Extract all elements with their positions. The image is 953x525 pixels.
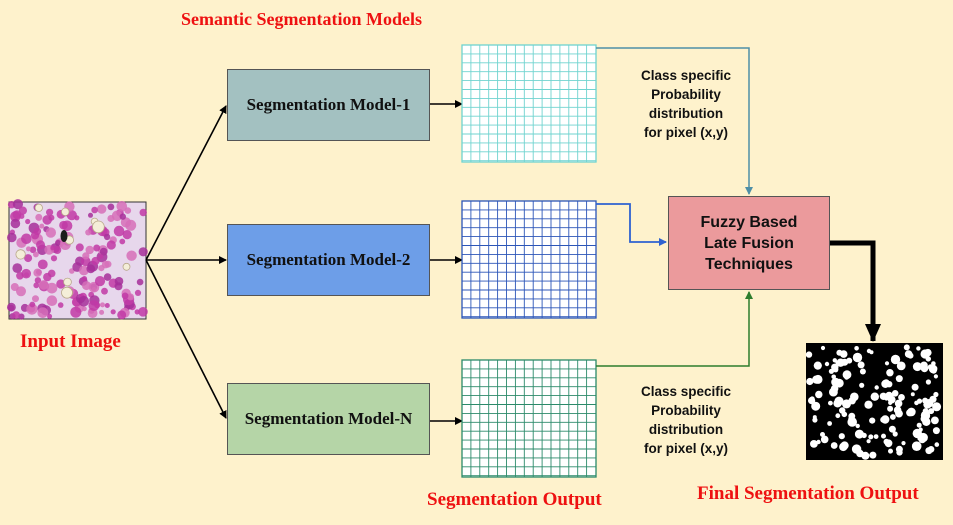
probability-note-line: distribution bbox=[648, 422, 724, 437]
arrow-input-to-model-n bbox=[145, 259, 227, 419]
probability-note-line: Probability bbox=[651, 403, 721, 418]
probability-note-line: distribution bbox=[648, 106, 724, 121]
input-image bbox=[6, 199, 148, 320]
arrow-input-to-model-1 bbox=[145, 105, 227, 261]
fusion-box: Fuzzy Based Late Fusion Techniques bbox=[668, 196, 830, 290]
final-output-mask bbox=[805, 343, 943, 460]
segmentation-model-1: Segmentation Model-1 bbox=[227, 69, 430, 141]
probability-note-line: for pixel (x,y) bbox=[643, 441, 729, 456]
probability-note-top: Class specific Probability distribution … bbox=[626, 66, 746, 142]
fusion-line: Fuzzy Based bbox=[700, 213, 798, 231]
fusion-line: Late Fusion bbox=[704, 234, 794, 252]
probability-note-bottom: Class specific Probability distribution … bbox=[626, 382, 746, 458]
segmentation-output-grid-2 bbox=[461, 200, 597, 319]
segmentation-output-grid-1 bbox=[461, 44, 597, 163]
segmentation-model-2: Segmentation Model-2 bbox=[227, 224, 430, 296]
connector-output-n-to-fusion bbox=[596, 291, 753, 367]
arrow-fusion-to-final-output bbox=[830, 240, 881, 342]
connector-output-2-to-fusion bbox=[596, 203, 667, 246]
final-output-label: Final Segmentation Output bbox=[697, 483, 919, 504]
probability-note-line: Probability bbox=[651, 87, 721, 102]
probability-note-line: Class specific bbox=[640, 384, 732, 399]
models-title: Semantic Segmentation Models bbox=[181, 9, 422, 29]
probability-note-line: for pixel (x,y) bbox=[643, 125, 729, 140]
segmentation-output-label: Segmentation Output bbox=[427, 489, 602, 510]
probability-note-line: Class specific bbox=[640, 68, 732, 83]
input-image-label: Input Image bbox=[20, 331, 121, 352]
connector-output-1-to-fusion bbox=[596, 47, 753, 195]
segmentation-model-n: Segmentation Model-N bbox=[227, 383, 430, 455]
fusion-line: Techniques bbox=[705, 255, 793, 273]
segmentation-output-grid-n bbox=[461, 359, 597, 478]
